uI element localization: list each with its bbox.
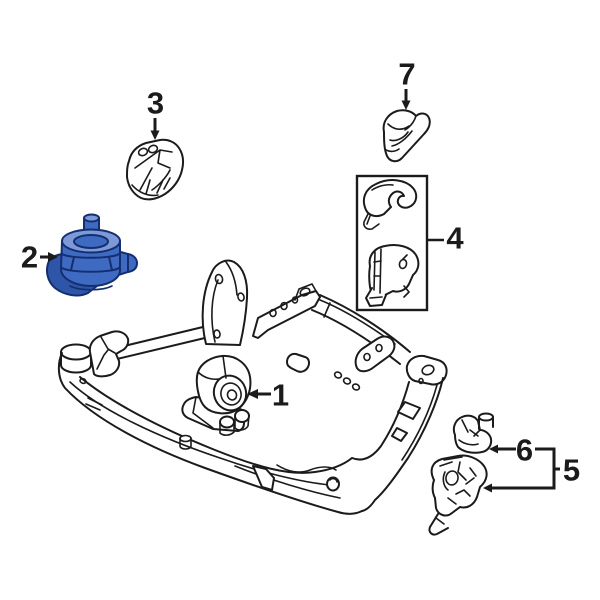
callout-2-arrow (40, 252, 58, 262)
right-leg-crease (401, 384, 438, 461)
callout-label-6[interactable]: 6 (515, 432, 534, 468)
part-6-mount-stud[interactable] (452, 412, 494, 454)
subframe-crossmember (57, 259, 448, 515)
right-leg-inner-edge (351, 381, 410, 461)
rail-tab (252, 465, 275, 491)
beam-face-tick (323, 302, 331, 318)
mount-boss-rear (234, 409, 250, 431)
callout-arrows (40, 89, 560, 493)
beam-slot (286, 352, 310, 373)
center-arch-bracket (201, 259, 249, 346)
middle-beam-top-edge (319, 294, 411, 353)
bolt-hole-row (333, 371, 361, 391)
callout-5-6-bracket (483, 444, 560, 493)
part-7-bracket[interactable] (382, 109, 431, 163)
callout-label-1[interactable]: 1 (271, 377, 290, 412)
mount-body (60, 240, 121, 287)
right-leg-slot-1 (397, 401, 421, 420)
callout-1-arrow (247, 389, 271, 399)
right-corner-bracket (405, 354, 448, 386)
corner-hole (79, 377, 87, 385)
mount-cylinder (195, 354, 252, 415)
right-leg-outer-edge (361, 377, 444, 512)
mount-cap-ring (73, 234, 109, 249)
right-arm-bracket (354, 335, 396, 373)
callout-label-7[interactable]: 7 (398, 56, 416, 92)
part-2-engine-mount-highlighted[interactable] (46, 213, 138, 297)
part-4-box (355, 174, 429, 312)
front-rail-outer-edge (57, 352, 363, 515)
part-5-support-bracket[interactable] (428, 454, 488, 536)
right-leg-slot-2 (391, 427, 408, 442)
rail-flange (276, 464, 337, 473)
top-bolt-plate (252, 283, 321, 339)
mount-boss-front (219, 415, 235, 436)
part-3-bracket[interactable] (126, 138, 184, 201)
front-rail-inner-edge (79, 376, 353, 474)
callout-7-arrow (401, 89, 411, 110)
callout-label-4[interactable]: 4 (446, 220, 464, 255)
callout-label-2[interactable]: 2 (20, 239, 39, 274)
bottom-bolt (326, 476, 340, 492)
left-bushing (60, 343, 92, 374)
front-rail-crease-2 (234, 465, 341, 499)
part-4-insulator-set[interactable] (355, 174, 429, 312)
callout-label-5[interactable]: 5 (562, 452, 581, 487)
rail-bushing (179, 434, 192, 450)
corner-face-line (85, 397, 103, 411)
part-1-transmission-mount[interactable] (181, 354, 252, 436)
stud-cylinder (478, 412, 494, 430)
middle-beam-bottom-edge (311, 309, 401, 365)
part-4-lower-insulator (365, 244, 420, 307)
part-4-upper-insulator (362, 179, 418, 230)
callout-3-arrow (150, 118, 160, 140)
left-v-bracket (88, 330, 130, 378)
callout-label-3[interactable]: 3 (146, 85, 165, 121)
